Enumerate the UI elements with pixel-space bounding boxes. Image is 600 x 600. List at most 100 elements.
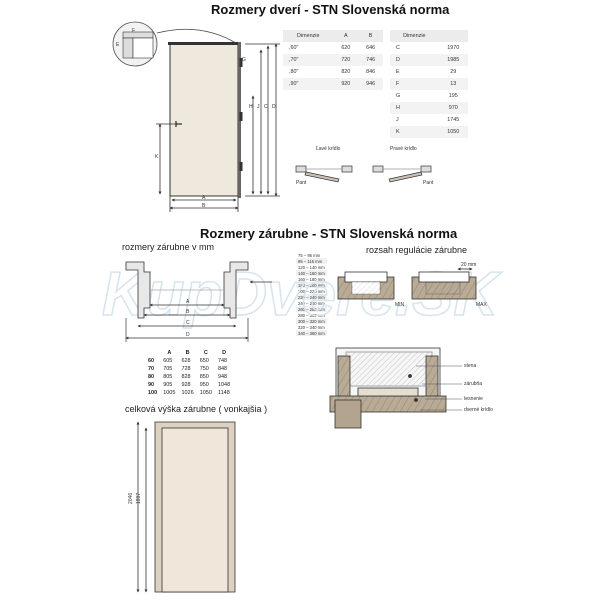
door-dims-right-cell: G (396, 93, 401, 99)
door-dims-right-cell: H (390, 102, 439, 114)
door-dims-right-cell: 29 (450, 69, 457, 75)
frame-width-cell: 60 (148, 358, 155, 364)
regulation-range-cell: 200 – 220 mm (298, 288, 325, 294)
min-label: MIN (395, 302, 405, 308)
door-dims-right-cell: 1050 (438, 126, 468, 138)
dim-label-j: J (257, 104, 260, 110)
door-dims-right-cell: F (390, 78, 439, 90)
pant-left-label: Pant (296, 180, 307, 186)
table-row: 200 – 220 mm (296, 288, 327, 294)
seal-label: tesnenie (464, 396, 483, 402)
wall-section-detail (329, 347, 462, 429)
door-dims-left-cell: ,80" (289, 69, 299, 75)
gap-label: 20 mm (461, 262, 477, 268)
door-dims-left-cell: ,90" (283, 78, 334, 90)
door-dims-right-cell: 970 (438, 102, 468, 114)
door-dims-right-cell: 1745 (447, 117, 460, 123)
frame-width-cell: 905 (163, 382, 173, 388)
height-outer-value: 2046 (128, 492, 134, 504)
frame-height-title: celková výška zárubne ( vonkajšia ) (125, 404, 268, 414)
frame-height-elevation (136, 421, 236, 593)
frame-width-cell: 728 (181, 366, 191, 372)
door-dimensions-title: Rozmery dverí - STN Slovenská norma (211, 2, 450, 17)
table-row: 180 – 200 mm (296, 282, 327, 288)
frame-width-cell: 848 (217, 366, 228, 372)
detail-callout (112, 21, 237, 67)
table-row: 240 – 260 mm (296, 300, 327, 306)
pant-right-label: Pant (423, 180, 434, 186)
frame-label: zárubňa (464, 381, 483, 387)
table-row: 120 – 140 mm (296, 264, 327, 270)
frame-width-cell: 605 (163, 358, 173, 364)
regulation-range-cell: 320 – 340 mm (298, 324, 325, 330)
wall-label: stena (464, 363, 477, 369)
door-dims-right-header-1 (438, 30, 468, 42)
door-dims-left-header-0: Dimenzie (283, 30, 334, 42)
height-inner-value: 1997 (136, 492, 142, 504)
door-dims-right-cell: 1970 (447, 45, 460, 51)
frame-width-header-1: A (167, 350, 172, 356)
hinge-bottom (239, 162, 243, 171)
regulation-range-cell: 140 – 160 mm (296, 270, 327, 276)
table-row: 260 – 280 mm (296, 306, 327, 312)
door-elevation (168, 42, 243, 198)
regulation-range-cell: 300 – 320 mm (296, 318, 327, 324)
door-dims-left-cell: ,70" (283, 54, 334, 66)
door-dims-left-cell: 620 (341, 45, 351, 51)
frame-subtitle-left: rozmery zárubne v mm (122, 242, 215, 252)
table-row: 280 – 300 mm (296, 312, 327, 318)
frame-width-cell: 1048 (217, 382, 231, 388)
table-row: 320 – 340 mm (296, 324, 327, 330)
dim-label-h: H (249, 104, 253, 110)
dim-label-b: B (202, 203, 206, 209)
door-dims-left-cell: 646 (366, 45, 376, 51)
frame-plan (125, 261, 249, 319)
regulation-range-cell: 220 – 240 mm (296, 294, 327, 300)
table-row: 220 – 240 mm (296, 294, 327, 300)
door-dims-left-cell: 820 (341, 69, 351, 75)
frame-width-header-4: D (222, 350, 227, 356)
door-dims-right-cell: C (396, 45, 400, 51)
frame-width-cell: 90 (148, 382, 155, 388)
table-row: 300 – 320 mm (296, 318, 327, 324)
regulation-diagrams (337, 267, 477, 300)
door-dims-left-cell: 846 (366, 69, 376, 75)
frame-width-header-3: C (203, 350, 208, 356)
frame-width-cell: 100 (148, 390, 158, 396)
dim-label-f: F (132, 28, 136, 34)
table-row: C 1970 (390, 42, 468, 54)
door-dims-left-header-1: A (333, 30, 359, 42)
frame-width-cell: 948 (217, 374, 228, 380)
right-leaf-label: Pravé krídlo (390, 146, 417, 152)
frame-label-d: D (186, 332, 190, 338)
regulation-range-cell: 240 – 260 mm (298, 300, 325, 306)
door-dims-right-cell: J (396, 117, 399, 123)
door-dims-right-cell: 195 (448, 93, 458, 99)
door-dims-left-cell: 746 (358, 54, 383, 66)
dim-label-c: C (264, 104, 268, 110)
table-row: J 1745 (390, 114, 468, 126)
frame-width-cell: 748 (217, 358, 228, 364)
opening-diagrams (295, 165, 432, 183)
door-dims-left-cell: ,60" (289, 45, 299, 51)
frame-width-cell: 950 (199, 382, 209, 388)
dim-label-k: K (155, 154, 159, 160)
regulation-range-cell: 280 – 300 mm (298, 312, 325, 318)
table-row: G 195 (390, 90, 468, 102)
door-dims-right-cell: K (390, 126, 439, 138)
door-dims-right-cell: D (390, 54, 439, 66)
door-dims-left-cell: 920 (333, 78, 359, 90)
door-dims-left-cell: 720 (333, 54, 359, 66)
table-row: 140 – 160 mm (296, 270, 327, 276)
